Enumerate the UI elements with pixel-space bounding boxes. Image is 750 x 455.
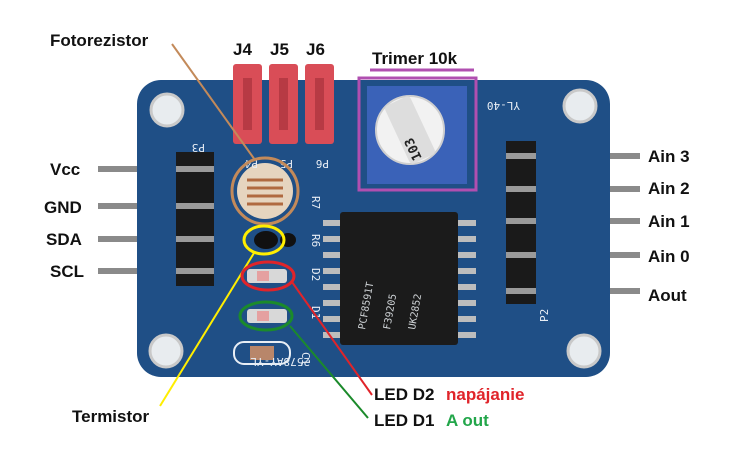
led-d2-chip: [257, 271, 269, 281]
jumper-j4-slot: [243, 78, 252, 130]
pin-ain3-top: [506, 153, 536, 159]
label-ain0: Ain 0: [648, 247, 690, 266]
photoresistor-ring: [230, 156, 300, 226]
label-trimmer: Trimer 10k: [372, 49, 458, 68]
led-d1-leader: [289, 325, 369, 419]
jumper-j5-slot: [279, 78, 288, 130]
led-d2-ring: [240, 260, 296, 292]
pin-ain0-top: [506, 252, 536, 258]
photoresistor-body: [237, 163, 293, 219]
capacitor-body: [250, 346, 274, 360]
silk-c1: C1: [299, 352, 312, 365]
label-sda: SDA: [46, 230, 82, 249]
label-vcc: Vcc: [50, 160, 80, 179]
label-led-d2: LED D2: [374, 385, 434, 404]
left-header: [176, 152, 214, 286]
label-led-d2-desc: napájanie: [446, 385, 524, 404]
led-d2-leader: [291, 281, 373, 396]
jumpers: [233, 64, 334, 144]
pin-aout-top: [506, 288, 536, 294]
label-ain1: Ain 1: [648, 212, 690, 231]
label-j6: J6: [306, 40, 325, 59]
silk-board-code: 2578AY-YL: [250, 355, 310, 368]
mounting-hole-top-right: [562, 88, 598, 124]
mounting-hole-top-left: [149, 92, 185, 128]
mounting-hole-bottom-right: [566, 333, 602, 369]
label-scl: SCL: [50, 262, 84, 281]
label-aout: Aout: [648, 286, 687, 305]
trimmer-slot: [385, 96, 435, 164]
silk-p5: P5: [280, 157, 293, 170]
thermistor-body: [254, 231, 278, 249]
jumper-j6-slot: [315, 78, 324, 130]
silk-r7: R7: [309, 196, 322, 209]
led-d1-ring: [238, 300, 294, 332]
thermistor-leader: [159, 252, 255, 407]
label-j5: J5: [270, 40, 289, 59]
label-ain2: Ain 2: [648, 179, 690, 198]
photoresistor-leader: [171, 43, 256, 161]
label-thermistor: Termistor: [72, 407, 150, 426]
silk-header-left: P3: [192, 141, 205, 154]
label-led-d1: LED D1: [374, 411, 434, 430]
mounting-holes: [148, 88, 602, 369]
silk-board-model: YL-40: [487, 99, 520, 112]
pin-ain1-top: [506, 218, 536, 224]
label-j4: J4: [233, 40, 252, 59]
pin-sda-top: [176, 236, 214, 242]
label-gnd: GND: [44, 198, 82, 217]
trimmer-highlight-box: [357, 76, 478, 192]
photoresistor-track: [247, 178, 283, 206]
label-photoresistor: Fotorezistor: [50, 31, 149, 50]
thermistor-ring: [242, 224, 286, 256]
label-led-d1-desc: A out: [446, 411, 489, 430]
led-d1-chip: [257, 311, 269, 321]
silk-d2: D2: [309, 268, 322, 281]
ic-pins: [323, 220, 476, 338]
silk-header-right: P2: [538, 309, 551, 322]
ic-pcf8591: [340, 212, 458, 345]
pin-ain2-top: [506, 186, 536, 192]
mounting-hole-bottom-left: [148, 333, 184, 369]
label-ain3: Ain 3: [648, 147, 690, 166]
pin-vcc-top: [176, 166, 214, 172]
pin-gnd-top: [176, 203, 214, 209]
pin-scl-top: [176, 268, 214, 274]
silk-r6: R6: [309, 234, 322, 247]
silk-p6: P6: [316, 157, 329, 170]
capacitor-outline: [233, 341, 291, 365]
